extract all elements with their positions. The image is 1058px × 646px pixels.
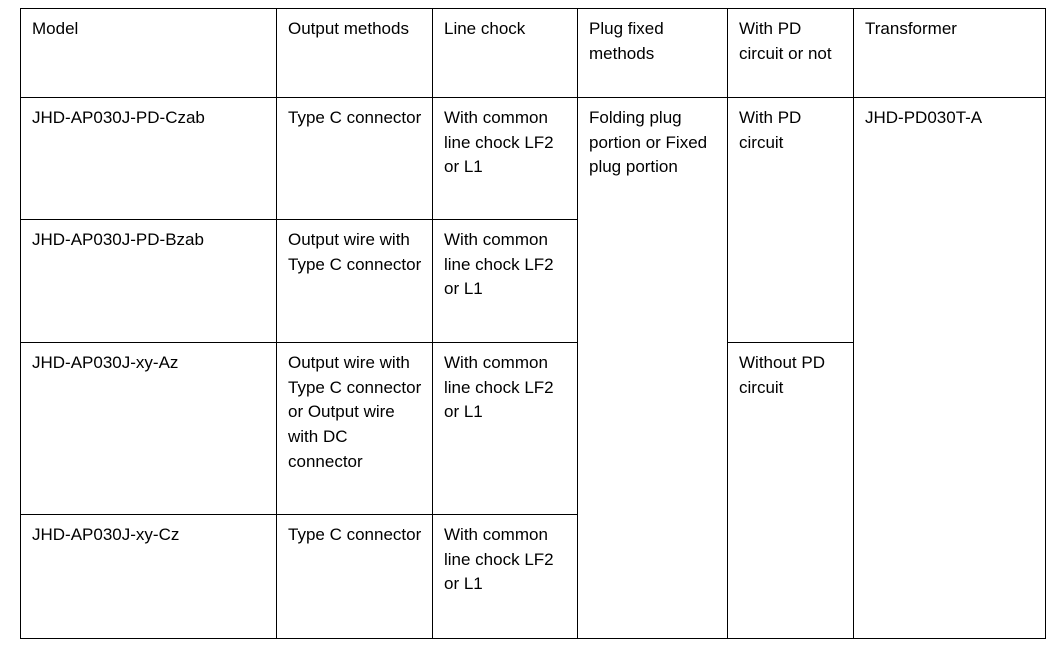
column-header-line-chock-label: Line chock — [444, 19, 526, 38]
cell-line-chock: With common line chock LF2 or L1 — [432, 219, 578, 343]
cell-model: JHD-AP030J-PD-Czab — [20, 97, 277, 220]
column-header-plug-fixed-methods: Plug fixed methods — [577, 8, 728, 98]
column-header-model: Model — [20, 8, 277, 98]
cell-model-value: JHD-AP030J-xy-Az — [32, 353, 179, 372]
column-header-transformer: Transformer — [853, 8, 1046, 98]
table-row: JHD-AP030J-xy-Cz Type C connector With c… — [20, 514, 1046, 639]
cell-line-chock-value: With common line chock LF2 or L1 — [444, 108, 554, 177]
column-header-line-chock: Line chock — [432, 8, 578, 98]
column-header-transformer-label: Transformer — [865, 19, 957, 38]
column-header-model-label: Model — [32, 19, 79, 38]
table-row: JHD-AP030J-PD-Bzab Output wire with Type… — [20, 219, 1046, 343]
cell-transformer: JHD-PD030T-A — [853, 97, 1046, 639]
cell-output-methods: Type C connector — [276, 514, 433, 639]
cell-line-chock: With common line chock LF2 or L1 — [432, 342, 578, 515]
cell-line-chock: With common line chock LF2 or L1 — [432, 514, 578, 639]
cell-model: JHD-AP030J-xy-Az — [20, 342, 277, 515]
column-header-with-pd-circuit-or-not: With PD circuit or not — [727, 8, 854, 98]
model-specification-table: Model Output methods Line chock Plug fix… — [20, 8, 1046, 639]
cell-output-methods-value: Type C connector — [288, 108, 422, 127]
cell-plug-fixed-methods-value: Folding plug portion or Fixed plug porti… — [589, 108, 708, 177]
cell-output-methods: Output wire with Type C connector or Out… — [276, 342, 433, 515]
cell-line-chock-value: With common line chock LF2 or L1 — [444, 525, 554, 594]
table-row: JHD-AP030J-PD-Czab Type C connector With… — [20, 97, 1046, 639]
cell-output-methods-value: Output wire with Type C connector or Out… — [288, 353, 422, 471]
cell-pd-circuit-without-value: Without PD circuit — [739, 353, 825, 397]
cell-pd-circuit-with: With PD circuit — [727, 97, 854, 343]
cell-output-methods: Output wire with Type C connector — [276, 219, 433, 343]
cell-pd-circuit-with-value: With PD circuit — [739, 108, 802, 152]
cell-line-chock-value: With common line chock LF2 or L1 — [444, 230, 554, 299]
cell-model: JHD-AP030J-xy-Cz — [20, 514, 277, 639]
cell-output-methods: Type C connector — [276, 97, 433, 220]
cell-line-chock-value: With common line chock LF2 or L1 — [444, 353, 554, 422]
cell-model-value: JHD-AP030J-PD-Czab — [32, 108, 205, 127]
cell-model: JHD-AP030J-PD-Bzab — [20, 219, 277, 343]
cell-model-value: JHD-AP030J-PD-Bzab — [32, 230, 204, 249]
cell-model-value: JHD-AP030J-xy-Cz — [32, 525, 180, 544]
cell-output-methods-value: Type C connector — [288, 525, 422, 544]
table-row: JHD-AP030J-xy-Az Output wire with Type C… — [20, 342, 1046, 639]
table-header-row: Model Output methods Line chock Plug fix… — [20, 8, 1046, 98]
cell-transformer-value: JHD-PD030T-A — [865, 108, 983, 127]
column-header-output-methods-label: Output methods — [288, 19, 409, 38]
cell-pd-circuit-without: Without PD circuit — [727, 342, 854, 639]
cell-plug-fixed-methods: Folding plug portion or Fixed plug porti… — [577, 97, 728, 639]
column-header-output-methods: Output methods — [276, 8, 433, 98]
column-header-plug-fixed-methods-label: Plug fixed methods — [589, 19, 664, 63]
column-header-with-pd-circuit-or-not-label: With PD circuit or not — [739, 19, 832, 63]
cell-output-methods-value: Output wire with Type C connector — [288, 230, 422, 274]
cell-line-chock: With common line chock LF2 or L1 — [432, 97, 578, 220]
